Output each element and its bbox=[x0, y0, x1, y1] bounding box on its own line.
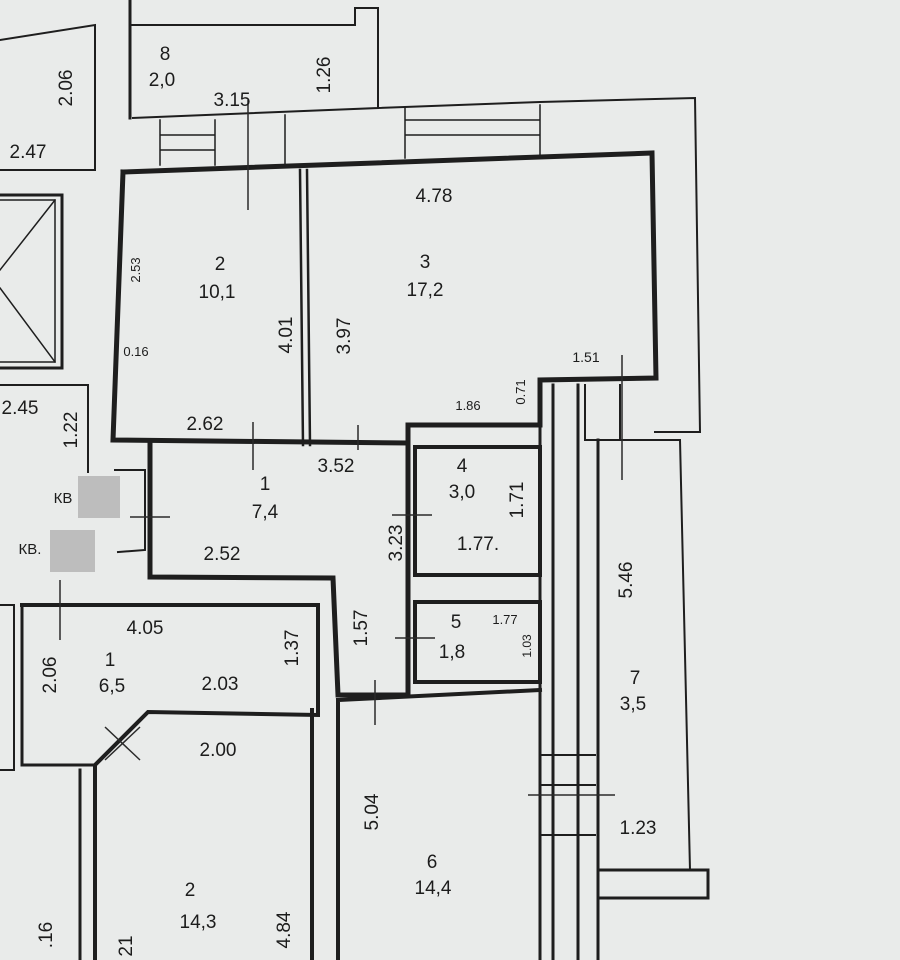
room-7-area: 3,5 bbox=[620, 694, 646, 715]
room-1-hall-area: 7,4 bbox=[252, 502, 279, 523]
label-kv1: КВ bbox=[54, 490, 73, 507]
dim-1-51: 1.51 bbox=[572, 349, 599, 365]
room-3-area: 17,2 bbox=[407, 280, 444, 301]
dim-4-01: 4.01 bbox=[276, 317, 297, 354]
dim-16: .16 bbox=[36, 922, 57, 948]
room-5-area: 1,8 bbox=[439, 642, 465, 663]
dim-3-97: 3.97 bbox=[334, 318, 355, 355]
dim-2-62: 2.62 bbox=[187, 414, 224, 435]
dim-1-57: 1.57 bbox=[351, 610, 372, 647]
room-8-area: 2,0 bbox=[149, 70, 175, 91]
dim-0-71: 0.71 bbox=[513, 379, 528, 404]
room-2-bottom-area: 14,3 bbox=[180, 912, 217, 933]
dimension-ticks bbox=[59, 100, 623, 796]
room-8-number: 8 bbox=[160, 44, 171, 65]
room-3-number: 3 bbox=[420, 252, 431, 273]
dim-1-22: 1.22 bbox=[61, 412, 82, 449]
dim-21: 21 bbox=[116, 935, 137, 956]
room-1-left-area: 6,5 bbox=[99, 676, 125, 697]
dim-2-06-left: 2.06 bbox=[40, 657, 61, 694]
dim-5-04: 5.04 bbox=[362, 793, 383, 830]
room-5-number: 5 bbox=[451, 612, 462, 633]
room-4-area: 3,0 bbox=[449, 482, 475, 503]
dim-2-03: 2.03 bbox=[202, 674, 239, 695]
dim-1-77b: 1.77 bbox=[492, 612, 517, 627]
dim-4-78: 4.78 bbox=[416, 186, 453, 207]
dim-2-47: 2.47 bbox=[10, 142, 47, 163]
dim-4-05: 4.05 bbox=[127, 618, 164, 639]
dimension-labels-vertical: 2.06 1.26 2.53 4.01 3.97 0.71 1.22 3.23 … bbox=[36, 57, 637, 957]
dim-2-52: 2.52 bbox=[204, 544, 241, 565]
dim-1-71: 1.71 bbox=[507, 482, 528, 519]
dim-5-46: 5.46 bbox=[616, 562, 637, 599]
dim-2-45: 2.45 bbox=[2, 398, 39, 419]
dim-1-23: 1.23 bbox=[620, 818, 657, 839]
dim-4-84: 4.84 bbox=[274, 911, 295, 948]
dimension-labels-horizontal: 3.15 2.47 4.78 0.16 1.51 1.86 2.62 2.45 … bbox=[2, 90, 657, 839]
dim-1-26: 1.26 bbox=[314, 57, 335, 94]
redacted-block bbox=[50, 530, 95, 572]
room-2-top-number: 2 bbox=[215, 254, 226, 275]
room-2-bottom-number: 2 bbox=[185, 880, 196, 901]
dim-2-06-top: 2.06 bbox=[56, 70, 77, 107]
dim-2-00: 2.00 bbox=[200, 740, 237, 761]
dim-3-52: 3.52 bbox=[318, 456, 355, 477]
dim-0-16: 0.16 bbox=[123, 344, 148, 359]
dim-1-03: 1.03 bbox=[520, 634, 534, 658]
room-6-number: 6 bbox=[427, 852, 438, 873]
label-kv2: КВ. bbox=[19, 541, 42, 558]
dim-1-86: 1.86 bbox=[455, 398, 480, 413]
room-4-number: 4 bbox=[457, 456, 468, 477]
room-7-number: 7 bbox=[630, 668, 641, 689]
redacted-block bbox=[78, 476, 120, 518]
dim-1-77a: 1.77. bbox=[457, 534, 499, 555]
room-6-area: 14,4 bbox=[415, 878, 452, 899]
walls bbox=[0, 0, 710, 960]
dim-2-53: 2.53 bbox=[128, 257, 143, 282]
room-2-top-area: 10,1 bbox=[199, 282, 236, 303]
dim-3-15: 3.15 bbox=[214, 90, 251, 111]
dim-3-23: 3.23 bbox=[386, 525, 407, 562]
room-labels: 8 2,0 2 10,1 3 17,2 1 7,4 4 3,0 5 1,8 7 … bbox=[99, 44, 646, 933]
room-1-left-number: 1 bbox=[105, 650, 116, 671]
dim-1-37: 1.37 bbox=[282, 630, 303, 667]
room-1-hall-number: 1 bbox=[260, 474, 271, 495]
